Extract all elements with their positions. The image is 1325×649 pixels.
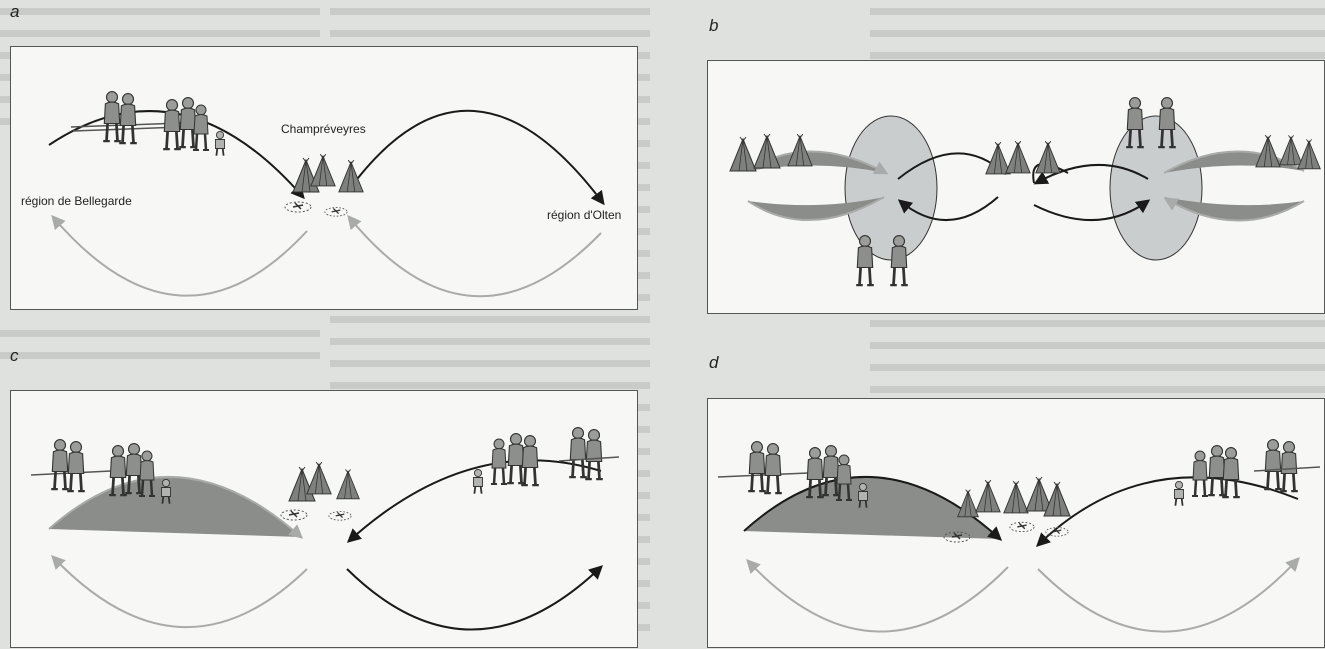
panel-a: région de Bellegarde Champréveyres régio… [10, 46, 638, 310]
panel-b [707, 60, 1325, 314]
group-of-people [71, 92, 225, 156]
return-arrow-left [748, 561, 1008, 632]
meeting-zone-right [1110, 116, 1202, 260]
return-arrow-left [53, 557, 307, 627]
panel-letter-b: b [709, 16, 718, 36]
return-arrow-left [53, 217, 307, 296]
arrow-center-to-right-bottom [347, 567, 601, 630]
meeting-zone-left [845, 116, 937, 260]
tipi-camp [285, 154, 363, 216]
arrow-right-to-center [1038, 477, 1298, 545]
panel-letter-a: a [10, 2, 19, 22]
panel-letter-d: d [709, 353, 718, 373]
panel-letter-c: c [10, 346, 19, 366]
return-arrow-right [349, 217, 601, 296]
label-region-bellegarde: région de Bellegarde [21, 194, 132, 208]
panel-c [10, 390, 638, 648]
label-region-olten: région d'Olten [547, 208, 621, 222]
panel-d [707, 398, 1325, 648]
label-champreveyres: Champréveyres [281, 122, 366, 136]
return-arrow-right [1038, 559, 1298, 632]
arrow-center-to-right [351, 111, 603, 203]
